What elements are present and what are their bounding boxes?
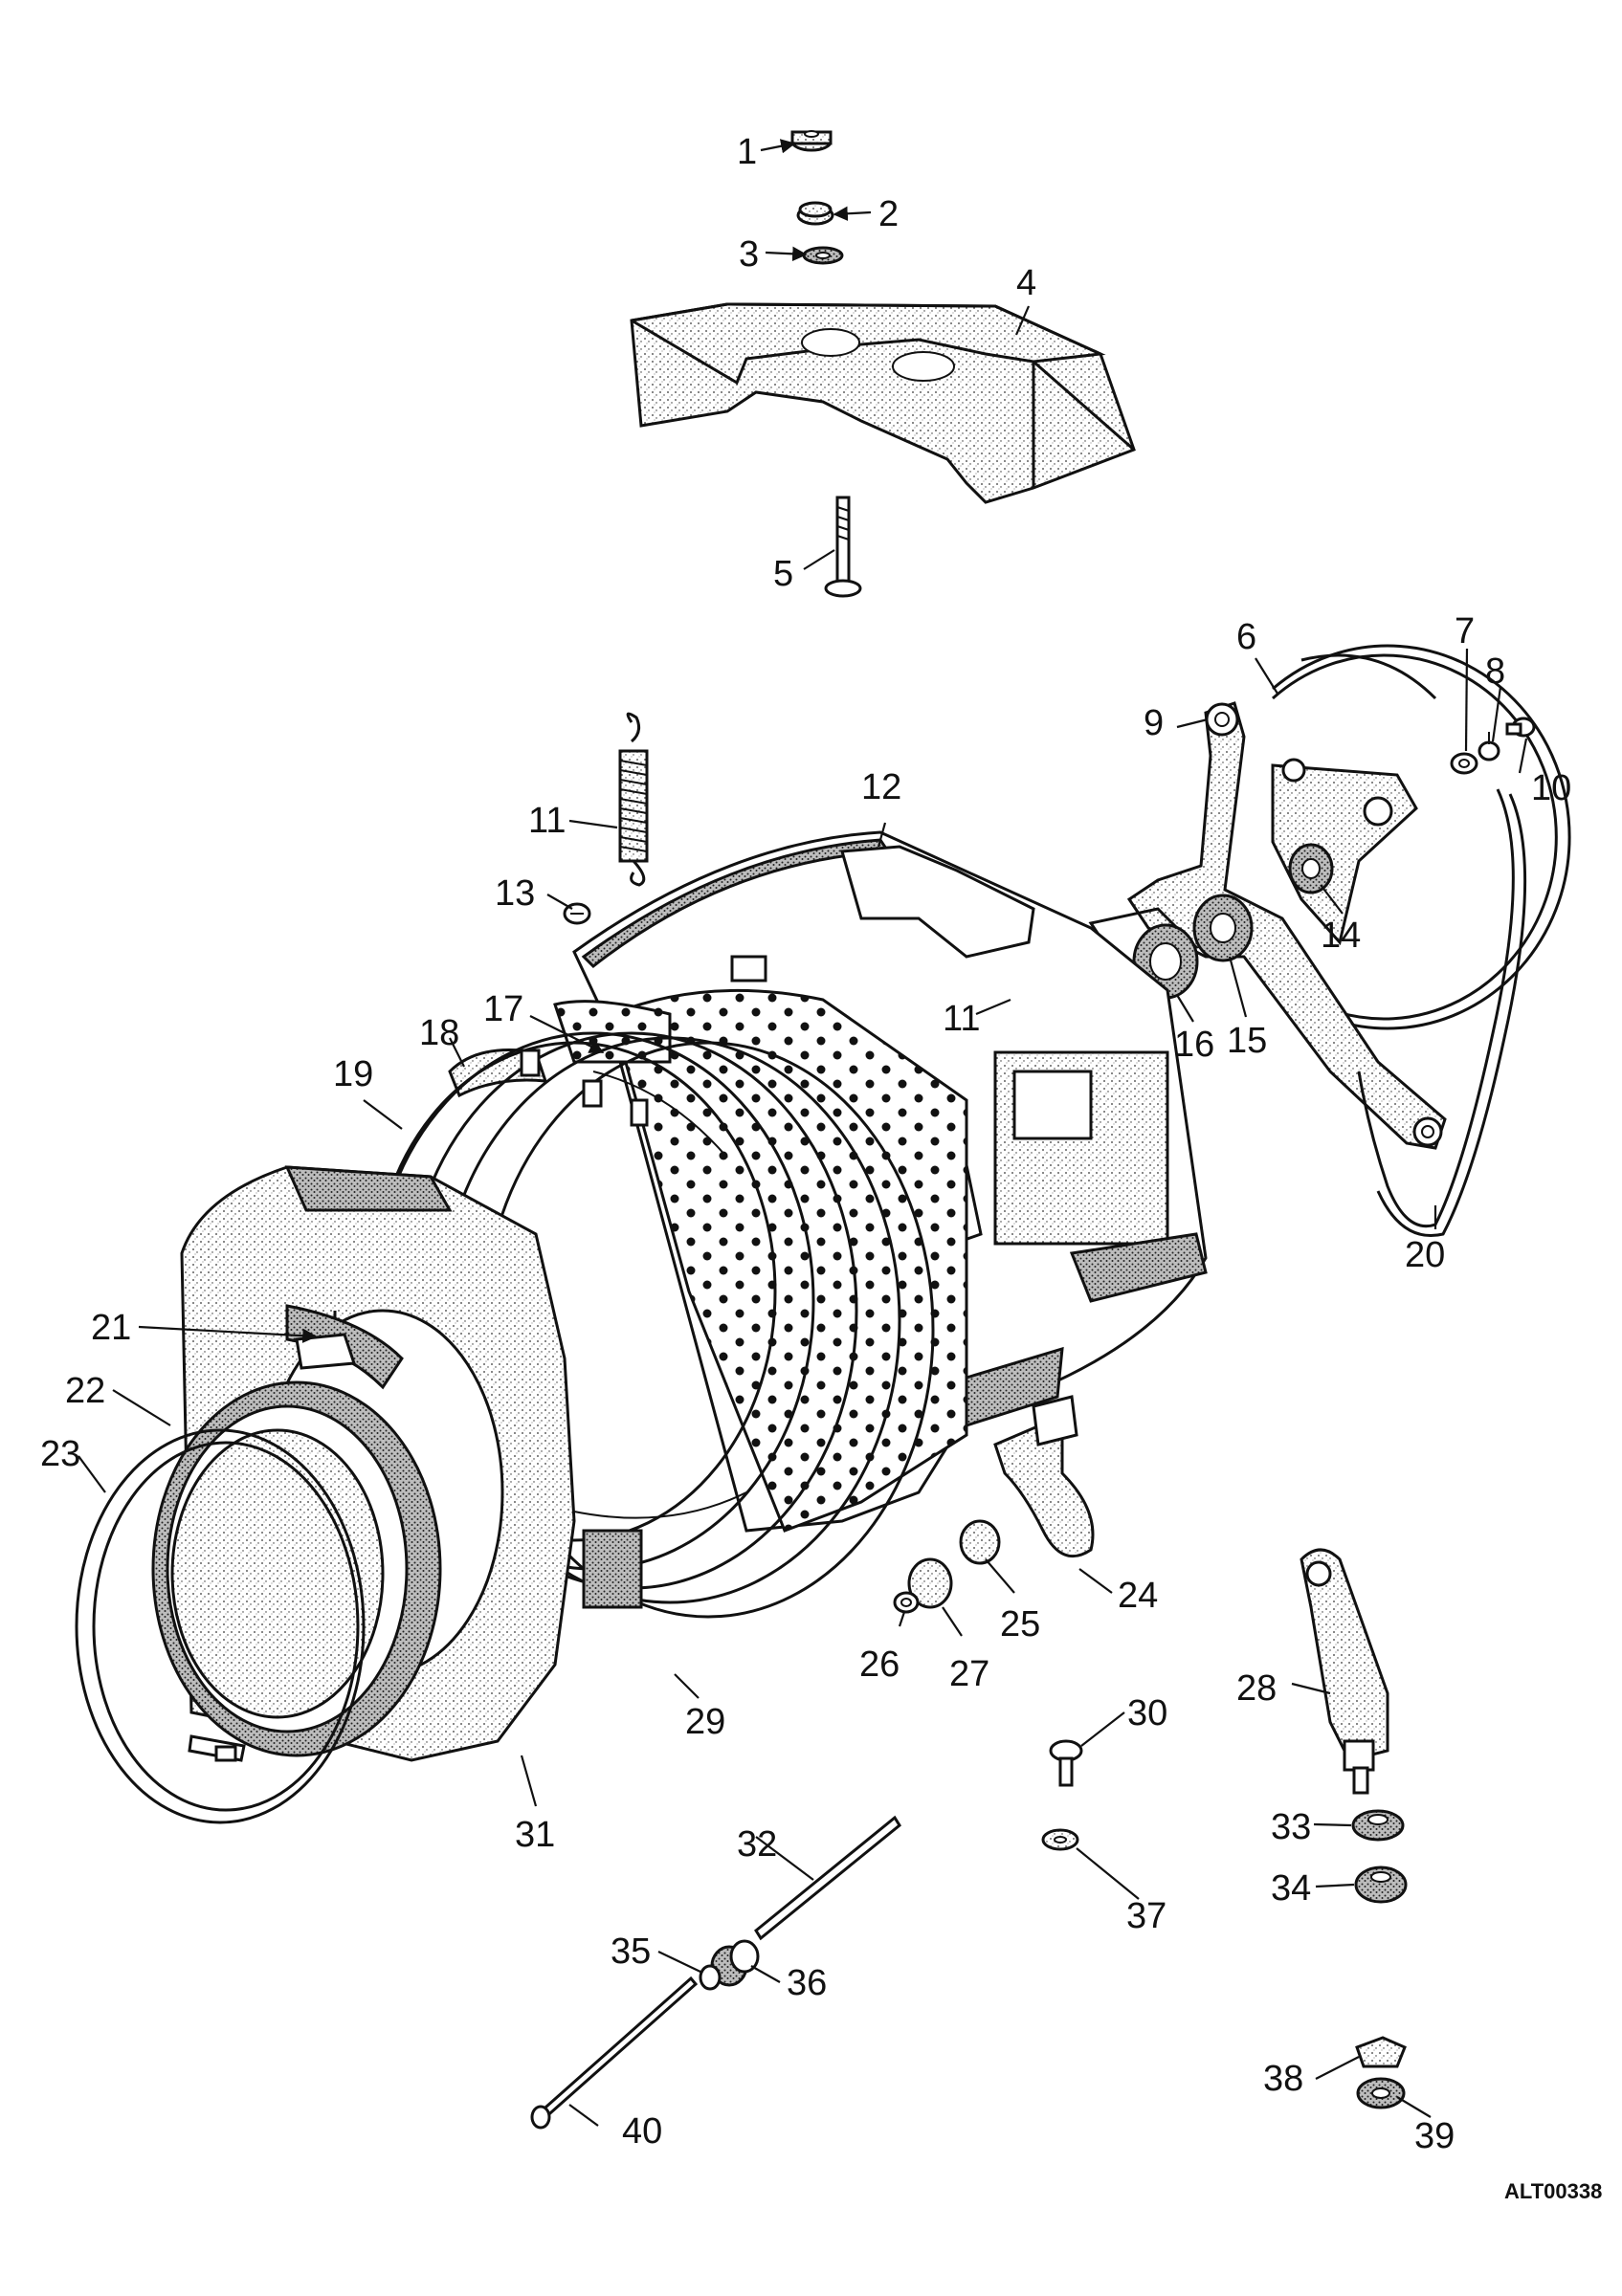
- drain-hose-part: [993, 1395, 1095, 1558]
- shaft-32-part: [754, 1815, 901, 1941]
- washer-26-part: [893, 1591, 920, 1614]
- bearing-15-part: [1192, 894, 1254, 962]
- callout-17: 17: [483, 989, 523, 1029]
- counterweight-block-part: [630, 302, 1136, 504]
- washer-cap-part: [796, 201, 834, 226]
- callout-11-left: 11: [528, 801, 566, 841]
- callout-13: 13: [495, 873, 535, 914]
- rod-40-part: [530, 1976, 699, 2130]
- callout-15: 15: [1227, 1021, 1267, 1061]
- callout-32: 32: [737, 1824, 777, 1865]
- callout-8: 8: [1485, 651, 1505, 692]
- drive-belt-part: [1357, 788, 1527, 1237]
- callout-40: 40: [622, 2111, 662, 2152]
- drum-pulley-part: [1271, 644, 1571, 1030]
- callout-28: 28: [1236, 1668, 1277, 1709]
- callout-22: 22: [65, 1371, 105, 1411]
- bolt-10-part: [1505, 717, 1536, 738]
- callout-36: 36: [787, 1963, 827, 2003]
- shock-bracket-part: [1300, 1548, 1389, 1795]
- washer-35-part: [699, 1964, 722, 1991]
- callout-labels: 1 2 3 4 5 6 7 8 10 9 11 12 13 11 14 15 1…: [40, 132, 1602, 2203]
- callout-19: 19: [333, 1054, 373, 1094]
- callout-35: 35: [611, 1932, 651, 1972]
- callout-27: 27: [949, 1654, 989, 1694]
- callout-29: 29: [685, 1702, 725, 1742]
- callout-10: 10: [1531, 768, 1571, 808]
- washer-39-part: [1356, 2077, 1406, 2109]
- callout-34: 34: [1271, 1868, 1311, 1909]
- drawing-code: ALT00338: [1504, 2179, 1602, 2203]
- callout-1: 1: [737, 132, 757, 172]
- lockwasher-8-part: [1478, 732, 1500, 762]
- callout-20: 20: [1405, 1235, 1445, 1275]
- callout-6: 6: [1236, 617, 1256, 657]
- callout-11-right: 11: [943, 999, 980, 1039]
- inner-drum-part: [553, 988, 968, 1533]
- callout-38: 38: [1263, 2059, 1303, 2099]
- callout-16: 16: [1174, 1025, 1214, 1065]
- callout-25: 25: [1000, 1604, 1040, 1645]
- callout-31: 31: [515, 1815, 555, 1855]
- clamp-ring-part: [75, 1428, 366, 1824]
- callout-26: 26: [859, 1645, 900, 1685]
- callout-3: 3: [739, 234, 759, 275]
- cap-27-part: [907, 1557, 953, 1609]
- callout-21: 21: [91, 1308, 131, 1348]
- callout-5: 5: [773, 554, 793, 594]
- flat-washer-part: [802, 246, 844, 265]
- leader-lines: [78, 139, 1528, 2127]
- callout-14: 14: [1321, 916, 1361, 956]
- grommet-33-part: [1351, 1809, 1405, 1842]
- suspension-spring-left-part: [618, 712, 649, 887]
- callout-9: 9: [1144, 703, 1164, 743]
- callout-37: 37: [1126, 1896, 1167, 1936]
- callout-24: 24: [1118, 1576, 1158, 1616]
- nut-part: [790, 130, 833, 152]
- bearing-14-part: [1288, 843, 1334, 894]
- callout-4: 4: [1016, 263, 1036, 303]
- stud-30-part: [1049, 1739, 1083, 1787]
- grommet-34-part: [1354, 1866, 1408, 1904]
- carriage-bolt-part: [824, 496, 862, 598]
- callout-23: 23: [40, 1434, 80, 1474]
- washer-37-part: [1041, 1828, 1079, 1851]
- washer-7-part: [1450, 752, 1478, 775]
- callout-18: 18: [419, 1013, 459, 1053]
- wing-nut-38-part: [1355, 2036, 1407, 2068]
- callout-7: 7: [1455, 611, 1475, 651]
- callout-30: 30: [1127, 1693, 1167, 1733]
- callout-12: 12: [861, 767, 901, 807]
- cap-25-part: [959, 1519, 1001, 1565]
- callout-33: 33: [1271, 1807, 1311, 1847]
- callout-39: 39: [1414, 2116, 1455, 2156]
- callout-2: 2: [878, 194, 899, 234]
